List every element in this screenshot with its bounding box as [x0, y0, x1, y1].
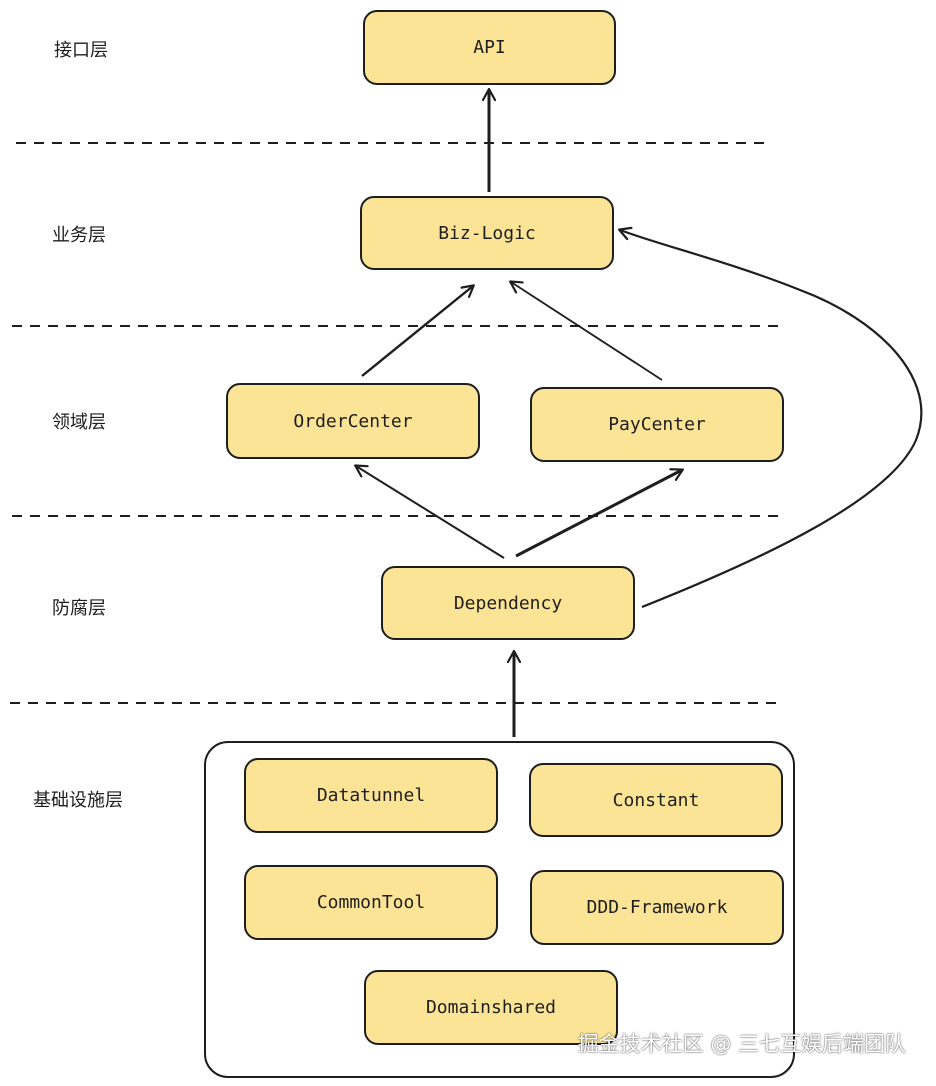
- watermark: 掘金技术社区 @ 三七互娱后端团队: [577, 1032, 906, 1056]
- edge-dependency-to-ordercenter: [356, 466, 505, 559]
- layer-label-business: 业务层: [52, 225, 106, 246]
- layer-label-interface: 接口层: [54, 40, 108, 61]
- node-biz-logic-label: Biz-Logic: [438, 222, 536, 244]
- node-ddd-framework-label: DDD-Framework: [586, 897, 728, 918]
- layer-label-domain: 领域层: [52, 412, 106, 433]
- node-api: API: [363, 10, 616, 85]
- node-order-center: OrderCenter: [226, 383, 480, 459]
- node-common-tool-label: CommonTool: [316, 892, 426, 913]
- layer-label-anticorruption: 防腐层: [52, 598, 106, 619]
- layer-label-infrastructure: 基础设施层: [33, 790, 123, 811]
- node-common-tool: CommonTool: [244, 865, 498, 940]
- node-ddd-framework: DDD-Framework: [530, 870, 784, 945]
- node-constant-label: Constant: [612, 789, 700, 811]
- edge-paycenter-to-bizlogic: [511, 282, 663, 381]
- node-datatunnel-label: Datatunnel: [316, 785, 426, 806]
- node-datatunnel: Datatunnel: [244, 758, 498, 833]
- node-order-center-label: OrderCenter: [293, 410, 413, 432]
- node-pay-center-label: PayCenter: [608, 414, 706, 435]
- node-dependency-label: Dependency: [453, 592, 563, 614]
- node-constant: Constant: [529, 763, 783, 837]
- edge-dependency-to-bizlogic: [620, 230, 923, 609]
- node-dependency: Dependency: [381, 566, 635, 640]
- node-pay-center: PayCenter: [530, 387, 784, 462]
- node-api-label: API: [473, 37, 506, 58]
- node-domainshared-label: Domainshared: [425, 997, 557, 1018]
- node-biz-logic: Biz-Logic: [360, 196, 614, 270]
- infrastructure-container: [204, 741, 795, 1078]
- node-domainshared: Domainshared: [364, 970, 618, 1045]
- edge-dependency-to-paycenter: [515, 470, 682, 558]
- edge-ordercenter-to-bizlogic: [361, 286, 473, 377]
